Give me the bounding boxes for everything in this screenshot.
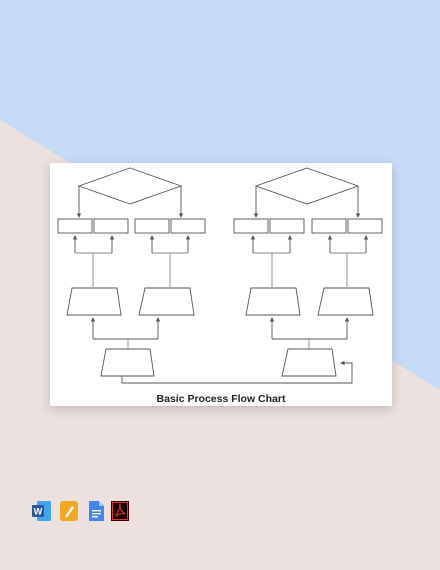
- manual-op-left-2: [138, 287, 195, 316]
- chart-title: Basic Process Flow Chart: [156, 393, 286, 405]
- manual-op-left-bottom: [100, 348, 155, 377]
- flowchart-diagram: [57, 167, 383, 384]
- google-docs-icon[interactable]: [86, 500, 106, 522]
- decision-diamond-left: [77, 167, 183, 205]
- process-box-right-4: [347, 218, 383, 234]
- manual-op-left-1: [66, 287, 122, 316]
- process-box-right-3: [311, 218, 347, 234]
- pdf-icon[interactable]: [110, 500, 130, 522]
- process-box-left-4: [170, 218, 206, 234]
- svg-text:W: W: [34, 507, 43, 517]
- pages-icon[interactable]: [59, 500, 79, 522]
- process-box-left-3: [134, 218, 170, 234]
- process-box-right-2: [269, 218, 305, 234]
- process-box-left-2: [93, 218, 129, 234]
- flowchart-template-card[interactable]: Basic Process Flow Chart: [50, 163, 392, 406]
- word-icon[interactable]: W: [32, 500, 52, 522]
- manual-op-right-1: [245, 287, 301, 316]
- process-box-left-1: [57, 218, 93, 234]
- manual-op-right-bottom: [281, 348, 337, 377]
- process-box-right-1: [233, 218, 269, 234]
- decision-diamond-right: [254, 167, 360, 205]
- manual-op-right-2: [317, 287, 374, 316]
